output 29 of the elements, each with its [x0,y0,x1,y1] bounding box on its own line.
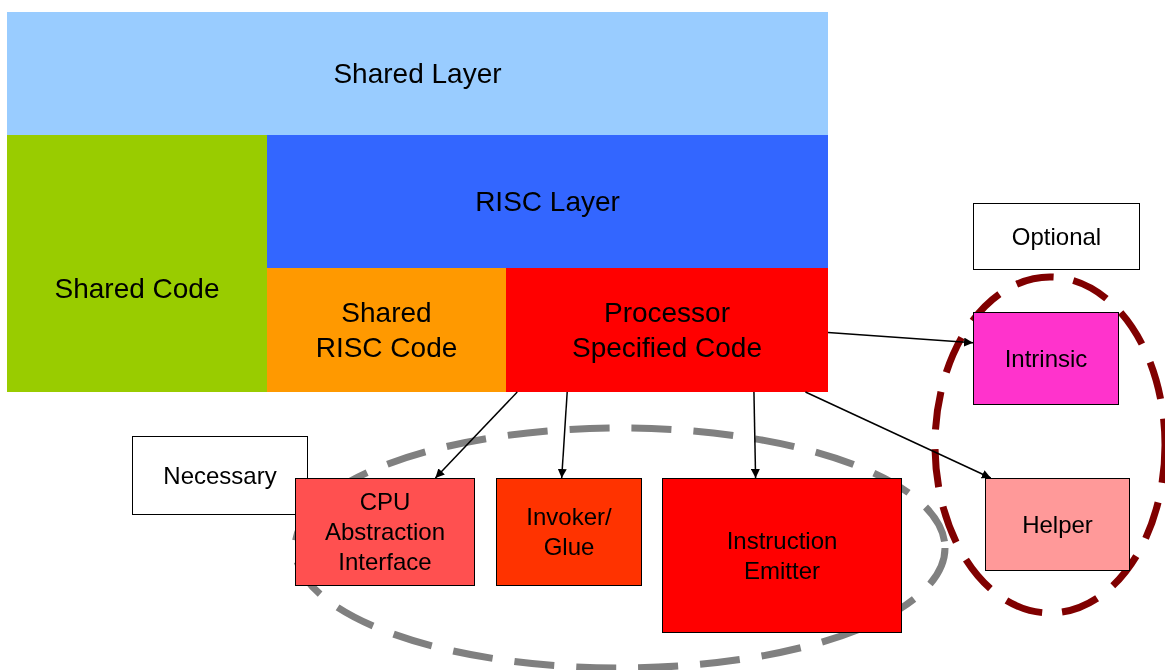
node-label: Optional [1011,221,1102,252]
category-label-box [132,436,308,515]
node-label: RISC Layer [475,185,620,219]
node-label: CPU Abstraction Interface [323,487,447,577]
component-box [985,478,1130,571]
code-block [7,135,267,392]
arrow [557,391,568,479]
arrow [750,391,760,479]
arrow [434,391,518,479]
node-label: Shared Layer [333,57,502,91]
arrow [827,331,974,347]
layer-band [267,135,828,268]
code-block [267,268,506,392]
node-label: Invoker/ Glue [525,502,613,562]
category-label-box [973,203,1140,270]
node-label: Intrinsic [1004,343,1088,374]
node-label: Shared Code [54,272,220,306]
component-box [973,312,1119,405]
node-label: Instruction Emitter [725,525,839,586]
layer-band [7,12,828,135]
node-label: Helper [1022,509,1093,540]
arrow [804,391,992,479]
node-label: Processor Specified Code [571,296,763,365]
code-block [506,268,828,392]
component-box [496,478,642,586]
node-label: Necessary [163,460,277,491]
node-label: Shared RISC Code [314,296,459,365]
component-box [662,478,902,633]
component-box [295,478,475,586]
